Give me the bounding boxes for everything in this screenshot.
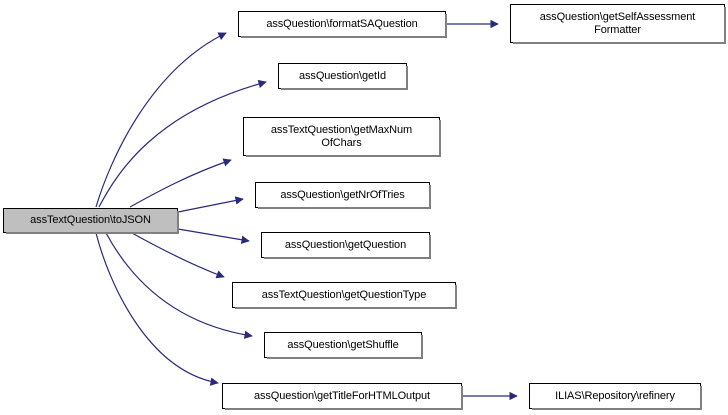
node-assTextQuestion-getMaxNumOfChars[interactable]: assTextQuestion\getMaxNum OfChars (243, 117, 441, 157)
node-assQuestion-getShuffle[interactable]: assQuestion\getShuffle (264, 332, 423, 359)
edge-root-to-getTitleForHTMLOutput (95, 232, 219, 386)
edge-root-to-getMaxNumOfChars (129, 158, 232, 208)
node-assTextQuestion-toJSON[interactable]: assTextQuestion\toJSON (3, 208, 179, 234)
node-assQuestion-getId[interactable]: assQuestion\getId (278, 63, 408, 90)
edge-root-to-getId (98, 79, 267, 208)
edge-root-to-getQuestionType (131, 232, 225, 279)
edge-root-to-formatSAQuestion (95, 32, 227, 208)
edge-root-to-getShuffle (105, 232, 253, 339)
node-assQuestion-getNrOfTries[interactable]: assQuestion\getNrOfTries (255, 182, 431, 209)
node-assQuestion-getTitleForHTMLOutput[interactable]: assQuestion\getTitleForHTMLOutput (222, 383, 463, 410)
node-assTextQuestion-getQuestionType[interactable]: assTextQuestion\getQuestionType (232, 282, 457, 309)
edge-root-to-getQuestion (177, 228, 250, 244)
edge-root-to-getNrOfTries (177, 196, 244, 213)
node-assQuestion-formatSAQuestion[interactable]: assQuestion\formatSAQuestion (238, 11, 447, 38)
node-ILIAS-Repository-refinery[interactable]: ILIAS\Repository\refinery (529, 383, 702, 410)
node-assQuestion-getQuestion[interactable]: assQuestion\getQuestion (261, 232, 431, 259)
node-assQuestion-getSelfAssessmentFormatter[interactable]: assQuestion\getSelfAssessment Formatter (510, 4, 726, 44)
